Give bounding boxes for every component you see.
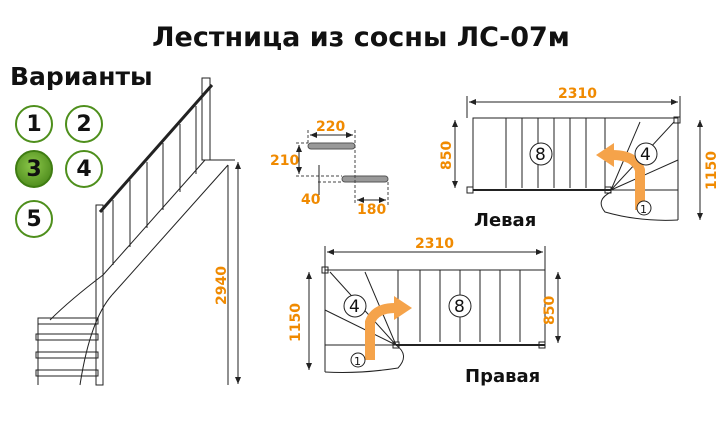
variant-option-2[interactable]: 2 xyxy=(65,105,103,143)
left-winder-steps: 4 xyxy=(640,145,651,165)
right-straight-steps: 8 xyxy=(454,297,465,317)
right-winder-steps: 4 xyxy=(349,297,360,317)
variant-option-1[interactable]: 1 xyxy=(15,105,53,143)
right-length-dim: 2310 xyxy=(415,236,454,252)
left-variant-label: Левая xyxy=(474,210,536,231)
side-view-drawing: 2940 xyxy=(35,77,241,386)
tread-depth-dim: 220 xyxy=(316,119,345,135)
page-title: Лестница из сосны ЛС-07м xyxy=(152,22,570,53)
right-full-width-dim: 1150 xyxy=(288,303,304,342)
left-width-dim: 850 xyxy=(439,141,455,170)
left-full-width-dim: 1150 xyxy=(704,151,720,190)
right-plan-drawing: 8 4 1 2310 1150 850 Правая xyxy=(288,236,561,387)
side-height-dim: 2940 xyxy=(214,266,230,305)
right-variant-label: Правая xyxy=(465,366,540,387)
step-detail-drawing: 220 210 40 180 xyxy=(270,119,389,218)
tread-width-dim: 180 xyxy=(357,202,386,218)
left-plan-drawing: 8 4 1 2310 850 1150 Левая xyxy=(439,86,720,231)
variant-option-5[interactable]: 5 xyxy=(15,200,53,238)
variant-option-3-selected[interactable]: 3 xyxy=(15,150,53,188)
variant-option-4[interactable]: 4 xyxy=(65,150,103,188)
left-bottom-steps: 1 xyxy=(640,203,647,216)
riser-dim: 210 xyxy=(270,153,299,169)
right-bottom-steps: 1 xyxy=(354,355,361,368)
overlap-dim: 40 xyxy=(301,192,321,208)
left-straight-steps: 8 xyxy=(535,145,546,165)
variants-heading: Варианты xyxy=(10,62,153,91)
left-length-dim: 2310 xyxy=(558,86,597,102)
right-width-dim: 850 xyxy=(542,296,558,325)
